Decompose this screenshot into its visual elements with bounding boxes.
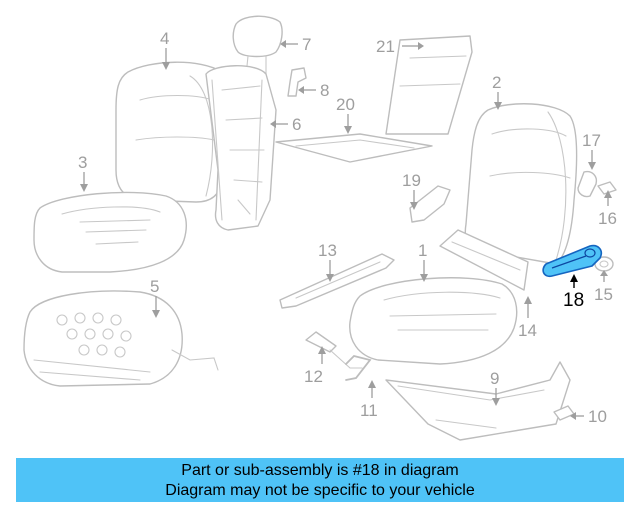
callout-5: 5 — [150, 277, 159, 296]
callout-19: 19 — [402, 171, 421, 190]
part-1-seat-cushion — [349, 277, 518, 365]
callout-8: 8 — [320, 81, 329, 100]
callout-20: 20 — [336, 95, 355, 114]
part-11-wire-rod — [345, 355, 372, 381]
callout-9: 9 — [490, 369, 499, 388]
part-16-clip — [597, 181, 617, 195]
seat-parts-diagram: 4 7 8 6 3 5 21 20 2 17 16 19 15 13 1 14 … — [23, 15, 617, 441]
part-13-seat-rail — [279, 253, 395, 309]
part-8-headrest-guide — [287, 67, 307, 97]
part-7-headrest — [232, 15, 283, 77]
callout-7: 7 — [302, 35, 311, 54]
part-18-highlighted-cover — [542, 244, 603, 278]
part-21-back-pad — [385, 35, 473, 135]
callout-13: 13 — [318, 241, 337, 260]
callout-4: 4 — [160, 29, 169, 48]
callout-16: 16 — [598, 209, 617, 228]
part-17-knob — [577, 170, 598, 198]
info-banner: Part or sub-assembly is #18 in diagram D… — [16, 458, 624, 502]
banner-line-part-number: Part or sub-assembly is #18 in diagram — [181, 462, 459, 479]
part-14-back-board — [439, 229, 529, 291]
part-19-bracket — [409, 185, 451, 223]
callout-14: 14 — [518, 321, 537, 340]
callout-18: 18 — [563, 290, 584, 311]
leader-lines — [80, 40, 612, 420]
part-6-seat-back-frame — [205, 65, 277, 231]
part-2-seat-back — [464, 103, 578, 265]
callout-3: 3 — [78, 153, 87, 172]
callout-15: 15 — [594, 285, 613, 304]
callout-10: 10 — [588, 407, 607, 426]
part-3-seat-cushion-cover — [33, 191, 187, 273]
callout-numbers: 4 7 8 6 3 5 21 20 2 17 16 19 15 13 1 14 … — [78, 29, 617, 426]
callout-2: 2 — [492, 73, 501, 92]
part-5-seat-cushion-frame — [23, 290, 219, 387]
callout-1: 1 — [418, 241, 427, 260]
callout-12: 12 — [304, 367, 323, 386]
callout-21: 21 — [376, 37, 395, 56]
callout-11: 11 — [360, 401, 378, 420]
part-9-side-trim — [385, 361, 571, 441]
part-20-panel — [275, 133, 433, 163]
callout-6: 6 — [292, 115, 301, 134]
banner-line-disclaimer: Diagram may not be specific to your vehi… — [165, 482, 475, 499]
callout-17: 17 — [582, 131, 601, 150]
